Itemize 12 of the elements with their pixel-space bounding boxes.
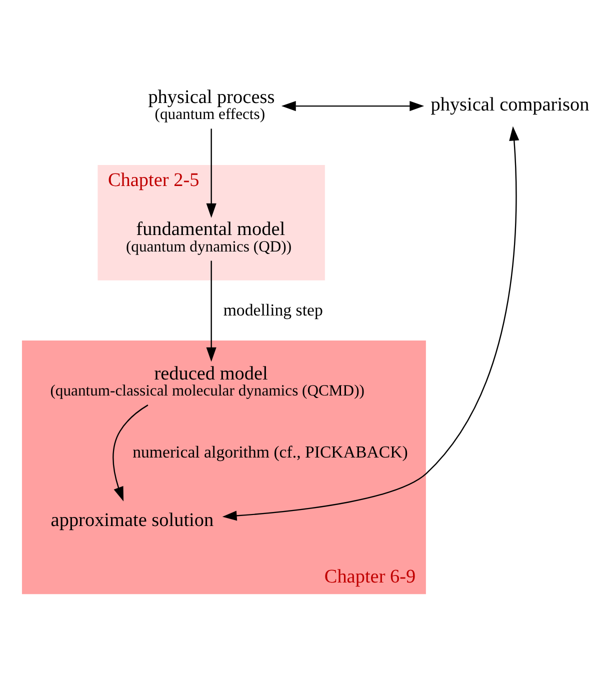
node-text: approximate solution [50,510,214,531]
arrow [206,260,216,362]
arrow [222,126,520,520]
arrow [112,404,148,501]
node-text: physical process (quantum effects) [148,86,275,123]
node-text: fundamental model (quantum dynamics (QD)) [126,218,292,255]
arrow [281,100,424,111]
arrow [206,128,216,218]
node-text: physical comparison [430,94,590,116]
edge-label: modelling step [223,300,323,319]
node-text: reduced model (quantum-classical molecular dynamics (QCMD)) [50,362,364,400]
edge-label: numerical algorithm (cf., PICKABACK) [132,442,408,461]
